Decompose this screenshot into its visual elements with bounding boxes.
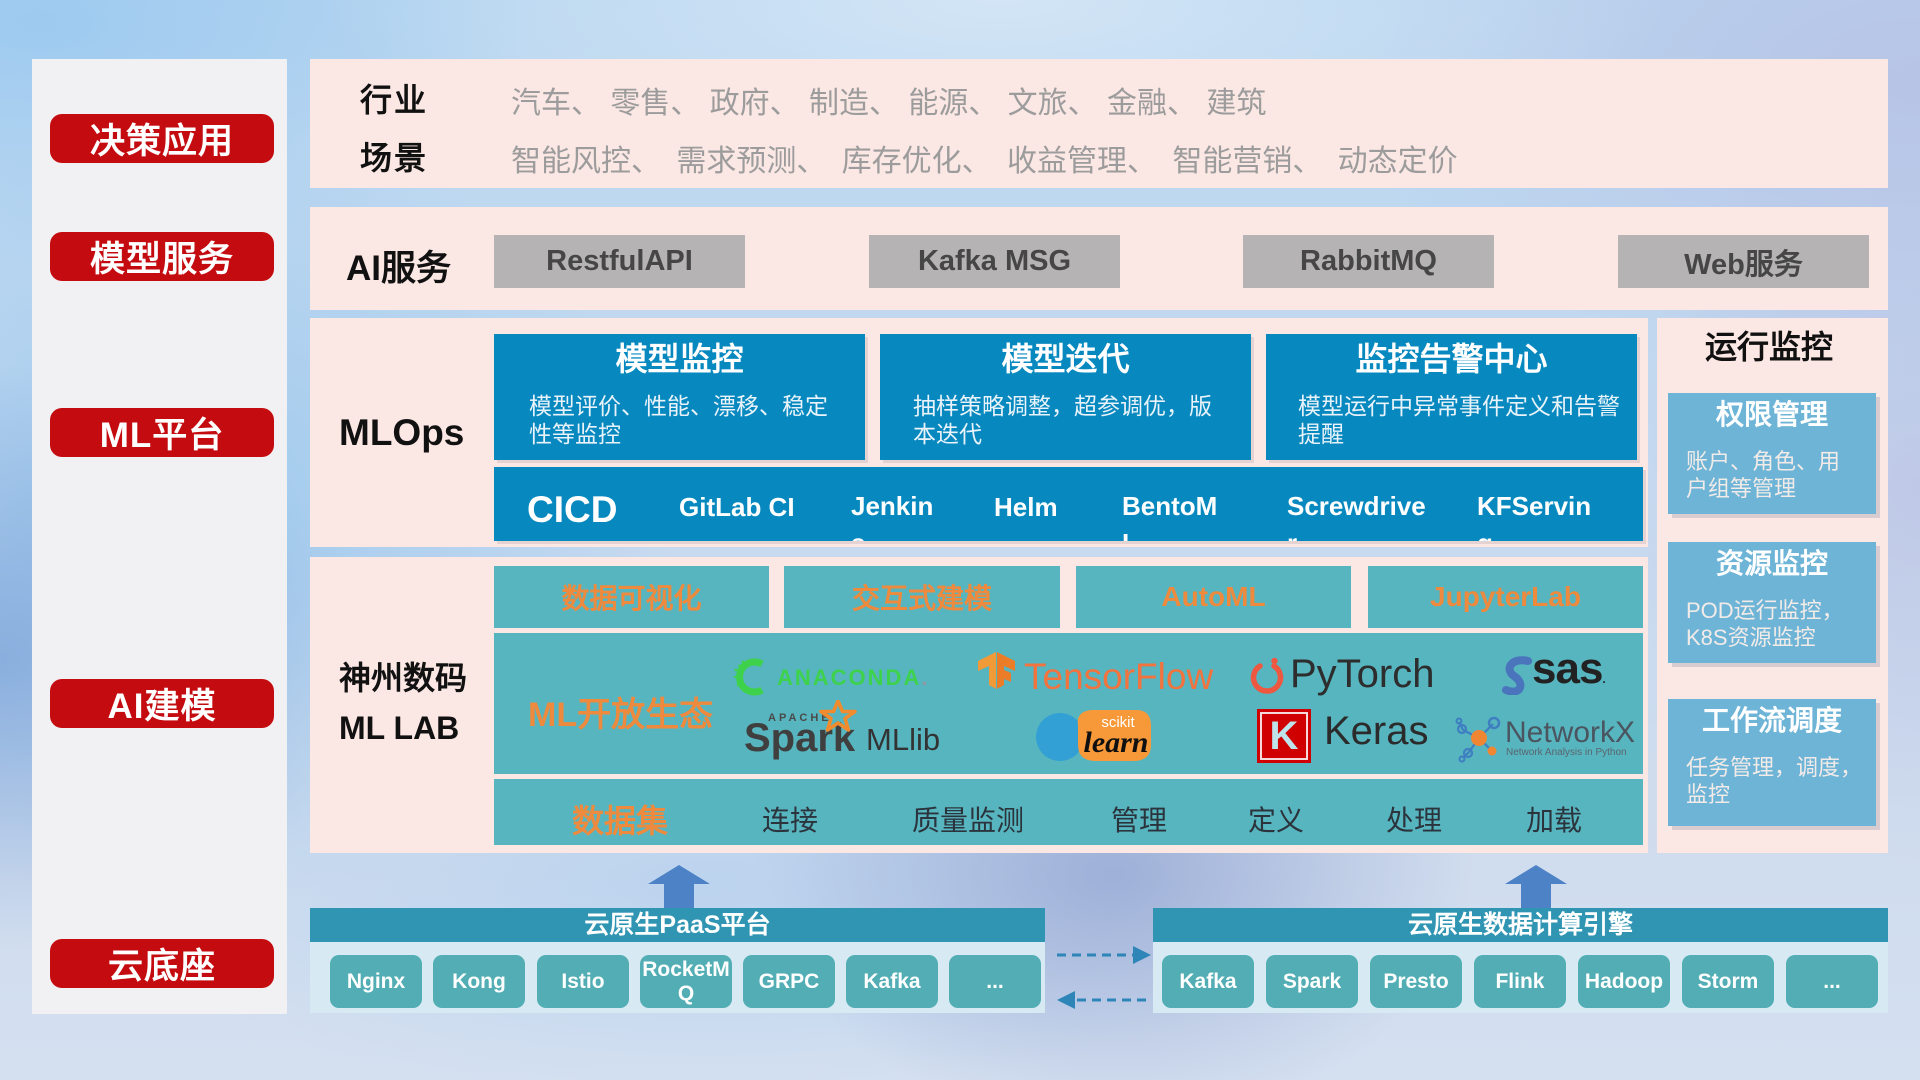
svg-text:learn: learn xyxy=(1083,726,1148,759)
svg-text:scikit: scikit xyxy=(1101,714,1135,731)
